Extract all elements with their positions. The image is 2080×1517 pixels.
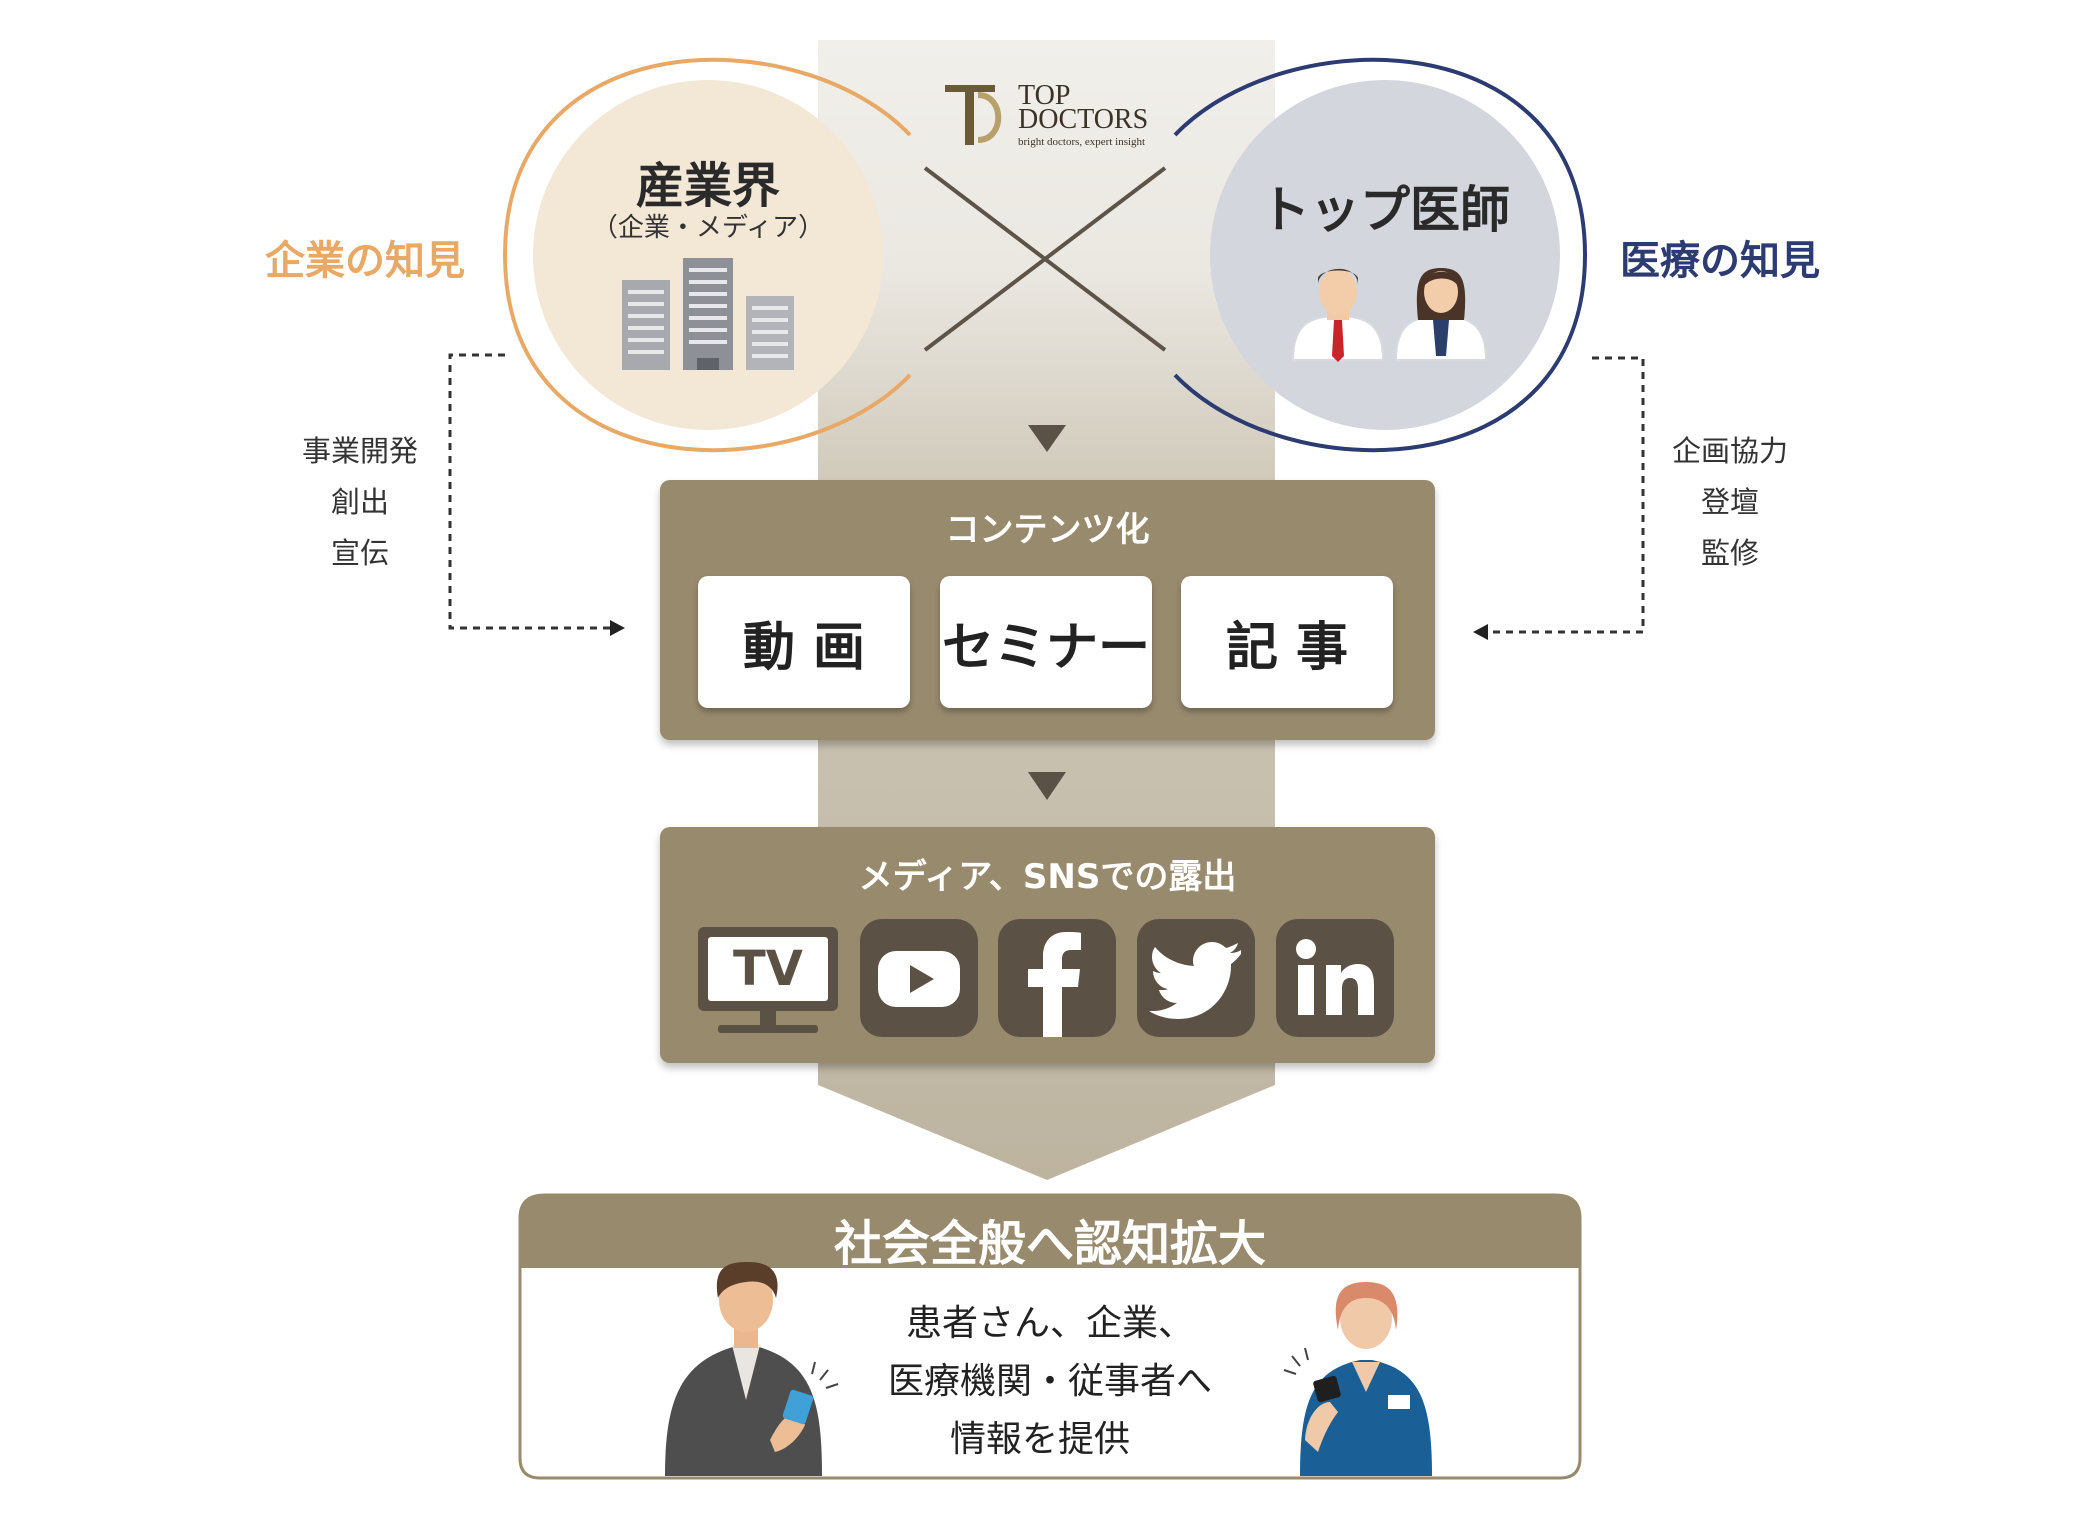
content-item-article: 記 事: [1181, 576, 1393, 708]
right-note-3: 監修: [1700, 536, 1759, 570]
result-box-header: [520, 1195, 1580, 1268]
logo-text-doctors: DOCTORS: [1018, 104, 1149, 135]
medical-worker-icon: [1283, 1282, 1432, 1476]
content-panel: コンテンツ化 動 画 セミナー 記 事: [660, 480, 1435, 740]
result-title: 社会全般へ認知拡大: [833, 1216, 1266, 1272]
doctors-icon: [1291, 268, 1488, 362]
linkedin-icon: [1276, 919, 1394, 1037]
right-note-2: 登壇: [1700, 485, 1759, 519]
left-loop: [502, 57, 912, 453]
industry-circle: [533, 80, 883, 430]
businessman-icon: [665, 1262, 839, 1476]
medical-knowledge-label: 医療の知見: [1620, 238, 1820, 284]
content-item-video: 動 画: [698, 576, 910, 708]
right-dashed-arrowhead: [1473, 624, 1488, 640]
cross-line-2: [923, 166, 1167, 352]
down-triangle-2: [1028, 772, 1066, 800]
left-dashed-connector: [448, 353, 610, 630]
right-loop: [1173, 57, 1588, 453]
result-box-border: [518, 1193, 1582, 1480]
media-panel-title: メディア、SNSでの露出: [858, 857, 1237, 897]
content-item-seminar: セミナー: [940, 576, 1152, 708]
tv-label: TV: [733, 941, 803, 997]
right-dashed-connector: [1488, 356, 1645, 634]
facebook-icon: [998, 919, 1116, 1037]
result-line-1: 患者さん、企業、: [905, 1303, 1194, 1344]
doctor-title: トップ医師: [1260, 181, 1510, 239]
logo-monogram: [945, 85, 1002, 145]
logo-tagline: bright doctors, expert insight: [1018, 136, 1146, 148]
right-note-1: 企画協力: [1671, 434, 1788, 468]
twitter-icon: [1137, 919, 1255, 1037]
left-note-1: 事業開発: [301, 434, 418, 468]
youtube-icon: [860, 919, 978, 1037]
industry-title: 産業界: [635, 158, 780, 214]
logo-text-top: TOP: [1018, 80, 1071, 111]
industry-subtitle: （企業・メディア）: [591, 213, 825, 243]
left-note-3: 宣伝: [330, 536, 389, 570]
left-dashed-arrowhead: [610, 620, 625, 636]
result-line-3: 情報を提供: [949, 1419, 1130, 1460]
down-triangle-1: [1028, 425, 1066, 452]
content-panel-title: コンテンツ化: [945, 510, 1150, 550]
tv-icon: TV: [698, 927, 838, 1037]
result-line-2: 医療機関・従事者へ: [887, 1361, 1212, 1402]
left-note-2: 創出: [330, 485, 389, 519]
buildings-icon: [622, 258, 794, 370]
corporate-knowledge-label: 企業の知見: [265, 238, 465, 284]
media-panel: メディア、SNSでの露出 TV: [660, 827, 1435, 1063]
doctor-circle: [1210, 80, 1560, 430]
